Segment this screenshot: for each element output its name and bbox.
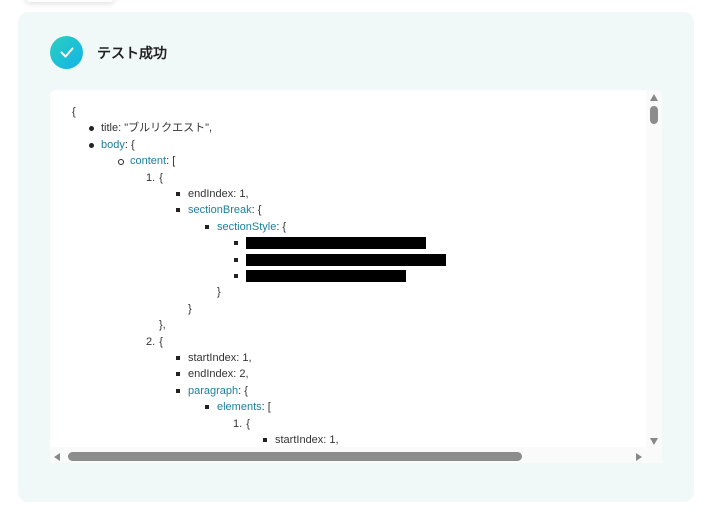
redacted-value	[246, 237, 426, 250]
list-bullet	[89, 126, 94, 132]
json-line: endIndex: 1,	[176, 187, 249, 201]
json-line: startIndex: 1,	[263, 433, 339, 447]
json-key: sectionStyle	[217, 220, 277, 233]
json-line: content: [	[118, 154, 176, 168]
json-bracket: }	[217, 286, 221, 299]
json-value: {	[246, 417, 250, 430]
json-value: : [	[166, 155, 176, 168]
json-value: title: "ブルリクエスト",	[101, 122, 213, 135]
json-value: : [	[261, 401, 271, 414]
list-bullet	[176, 372, 180, 377]
json-line: 1.{	[146, 171, 163, 185]
json-value: : {	[251, 204, 262, 217]
json-line: body: {	[89, 138, 135, 152]
json-line: sectionStyle: {	[205, 220, 287, 234]
json-value: endIndex: 1,	[188, 188, 249, 200]
json-line: paragraph: {	[176, 384, 248, 398]
json-line: }	[188, 302, 192, 316]
list-bullet	[263, 438, 267, 442]
json-value: : {	[124, 138, 135, 151]
json-line	[234, 269, 406, 283]
redacted-value	[246, 270, 406, 283]
json-value: {	[159, 335, 163, 348]
json-key: sectionBreak	[188, 204, 252, 217]
vertical-scrollbar[interactable]	[646, 90, 662, 447]
json-bracket: },	[159, 319, 166, 332]
json-line	[234, 236, 426, 250]
json-value: endIndex: 2,	[188, 368, 249, 381]
list-bullet	[234, 241, 238, 246]
horizontal-scroll-thumb[interactable]	[68, 452, 522, 461]
json-key: body	[101, 138, 125, 151]
list-bullet	[176, 388, 180, 393]
json-line: startIndex: 1,	[176, 351, 252, 365]
list-bullet	[176, 356, 180, 360]
result-title: テスト成功	[97, 45, 167, 61]
json-line: 2.{	[146, 335, 163, 349]
list-number: 2.	[146, 335, 156, 348]
list-bullet	[89, 142, 94, 148]
json-value: {	[159, 171, 163, 184]
scroll-right-arrow-icon[interactable]	[636, 453, 642, 461]
json-line: endIndex: 2,	[176, 367, 249, 381]
scroll-left-arrow-icon[interactable]	[54, 453, 60, 461]
redacted-value	[246, 253, 446, 266]
list-bullet	[205, 405, 209, 410]
list-bullet	[176, 192, 180, 196]
json-line: },	[159, 318, 166, 332]
previous-card-edge	[25, 0, 115, 2]
json-output-panel[interactable]: {title: "ブルリクエスト",body: {content: [1.{en…	[50, 90, 662, 463]
json-key: paragraph	[188, 384, 239, 397]
list-bullet	[234, 274, 238, 278]
scroll-down-arrow-icon[interactable]	[650, 438, 658, 445]
list-bullet	[118, 159, 124, 166]
json-line: }	[217, 285, 221, 299]
json-line: 1.{	[233, 417, 250, 431]
list-bullet	[234, 257, 238, 262]
json-bracket: {	[72, 106, 76, 118]
json-line: {	[72, 105, 76, 119]
list-bullet	[176, 208, 180, 213]
vertical-scroll-thumb[interactable]	[650, 106, 658, 124]
json-line: elements: [	[205, 400, 271, 414]
json-key: elements	[217, 401, 262, 414]
json-line	[234, 253, 446, 267]
json-value: startIndex: 1,	[275, 434, 339, 446]
json-value: : {	[276, 220, 287, 233]
json-bracket: }	[188, 302, 192, 315]
scroll-up-arrow-icon[interactable]	[650, 94, 658, 101]
json-value: startIndex: 1,	[188, 352, 252, 364]
json-key: content	[130, 155, 167, 168]
list-bullet	[205, 224, 209, 229]
check-icon	[50, 36, 83, 69]
list-number: 1.	[146, 171, 156, 184]
json-value: : {	[238, 384, 248, 397]
json-line: title: "ブルリクエスト",	[89, 121, 213, 135]
json-line: sectionBreak: {	[176, 203, 262, 217]
list-number: 1.	[233, 417, 243, 430]
